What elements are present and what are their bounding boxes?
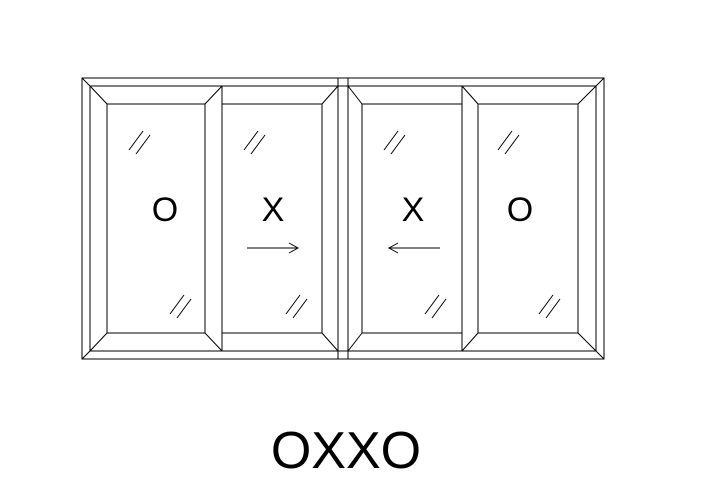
glass-hatch-icon <box>128 130 151 155</box>
panel-2: X <box>221 85 339 352</box>
glass-hatch-icon <box>538 294 561 319</box>
center-meeting-rail <box>337 78 349 359</box>
glass-hatch-icon <box>285 294 308 319</box>
panel-operation-label: X <box>262 191 285 229</box>
glass-hatch-icon <box>424 294 447 319</box>
arrow-right-icon <box>247 242 300 254</box>
configuration-label: OXXO <box>271 422 421 480</box>
glass-hatch-icon <box>243 130 266 155</box>
panel-operation-label: O <box>507 191 533 229</box>
arrow-left-icon <box>387 242 440 254</box>
glass-hatch-icon <box>497 130 520 155</box>
panel-1: O <box>89 85 223 352</box>
panel-3: X <box>347 85 463 352</box>
panel-4: O <box>461 85 597 352</box>
panel-operation-label: X <box>402 191 425 229</box>
glass-hatch-icon <box>383 130 406 155</box>
glass-hatch-icon <box>169 294 192 319</box>
panel-operation-label: O <box>152 191 178 229</box>
